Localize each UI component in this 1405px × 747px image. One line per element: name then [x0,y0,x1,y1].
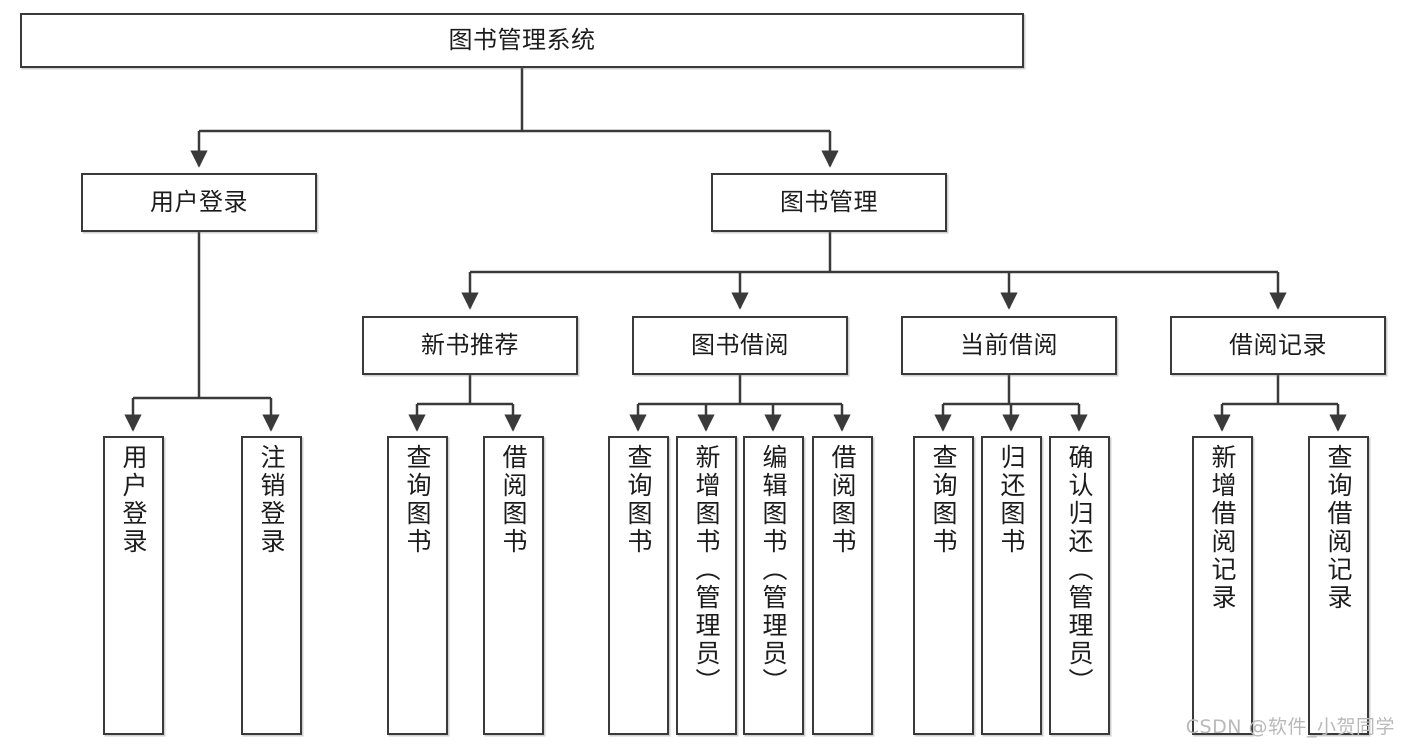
node-leaf-confirm-return-label: 确认归还（管理员） [1065,444,1094,696]
node-leaf-add-record-label: 新增借阅记录 [1208,444,1237,612]
node-new-book-rec[interactable]: 新书推荐 [362,316,578,375]
node-leaf-logout[interactable]: 注销登录 [241,436,302,735]
node-leaf-borrow-book-2-label: 借阅图书 [828,444,857,556]
node-leaf-return-book[interactable]: 归还图书 [981,436,1042,735]
node-leaf-edit-book-label: 编辑图书（管理员） [759,444,788,696]
node-leaf-query-record-label: 查询借阅记录 [1324,444,1353,612]
node-leaf-query-book-1[interactable]: 查询图书 [387,436,448,735]
node-leaf-add-book-label: 新增图书（管理员） [692,444,721,696]
node-leaf-query-book-1-label: 查询图书 [403,444,432,556]
node-leaf-confirm-return[interactable]: 确认归还（管理员） [1049,436,1110,735]
node-leaf-query-book-3-label: 查询图书 [929,444,958,556]
node-user-login[interactable]: 用户登录 [81,173,317,232]
node-current-borrow[interactable]: 当前借阅 [901,316,1117,375]
node-leaf-logout-label: 注销登录 [257,444,286,556]
node-new-book-rec-label: 新书推荐 [421,331,519,360]
node-leaf-user-login[interactable]: 用户登录 [103,436,164,735]
node-user-login-label: 用户登录 [150,188,248,217]
node-leaf-user-login-label: 用户登录 [119,444,148,556]
node-book-manage-label: 图书管理 [780,188,878,217]
node-book-borrow-label: 图书借阅 [691,331,789,360]
node-leaf-return-book-label: 归还图书 [997,444,1026,556]
node-leaf-borrow-book-1-label: 借阅图书 [499,444,528,556]
node-leaf-query-book-2[interactable]: 查询图书 [608,436,669,735]
node-leaf-borrow-book-2[interactable]: 借阅图书 [812,436,873,735]
node-leaf-add-record[interactable]: 新增借阅记录 [1192,436,1253,735]
node-book-manage[interactable]: 图书管理 [711,173,947,232]
node-leaf-query-book-3[interactable]: 查询图书 [913,436,974,735]
node-leaf-edit-book[interactable]: 编辑图书（管理员） [743,436,804,735]
node-current-borrow-label: 当前借阅 [960,331,1058,360]
node-book-borrow[interactable]: 图书借阅 [632,316,848,375]
node-borrow-record-label: 借阅记录 [1229,331,1327,360]
node-leaf-query-book-2-label: 查询图书 [624,444,653,556]
node-root-label: 图书管理系统 [448,26,596,55]
node-borrow-record[interactable]: 借阅记录 [1170,316,1386,375]
node-root[interactable]: 图书管理系统 [20,13,1024,68]
node-leaf-add-book[interactable]: 新增图书（管理员） [676,436,737,735]
node-leaf-borrow-book-1[interactable]: 借阅图书 [483,436,544,735]
node-leaf-query-record[interactable]: 查询借阅记录 [1308,436,1369,735]
